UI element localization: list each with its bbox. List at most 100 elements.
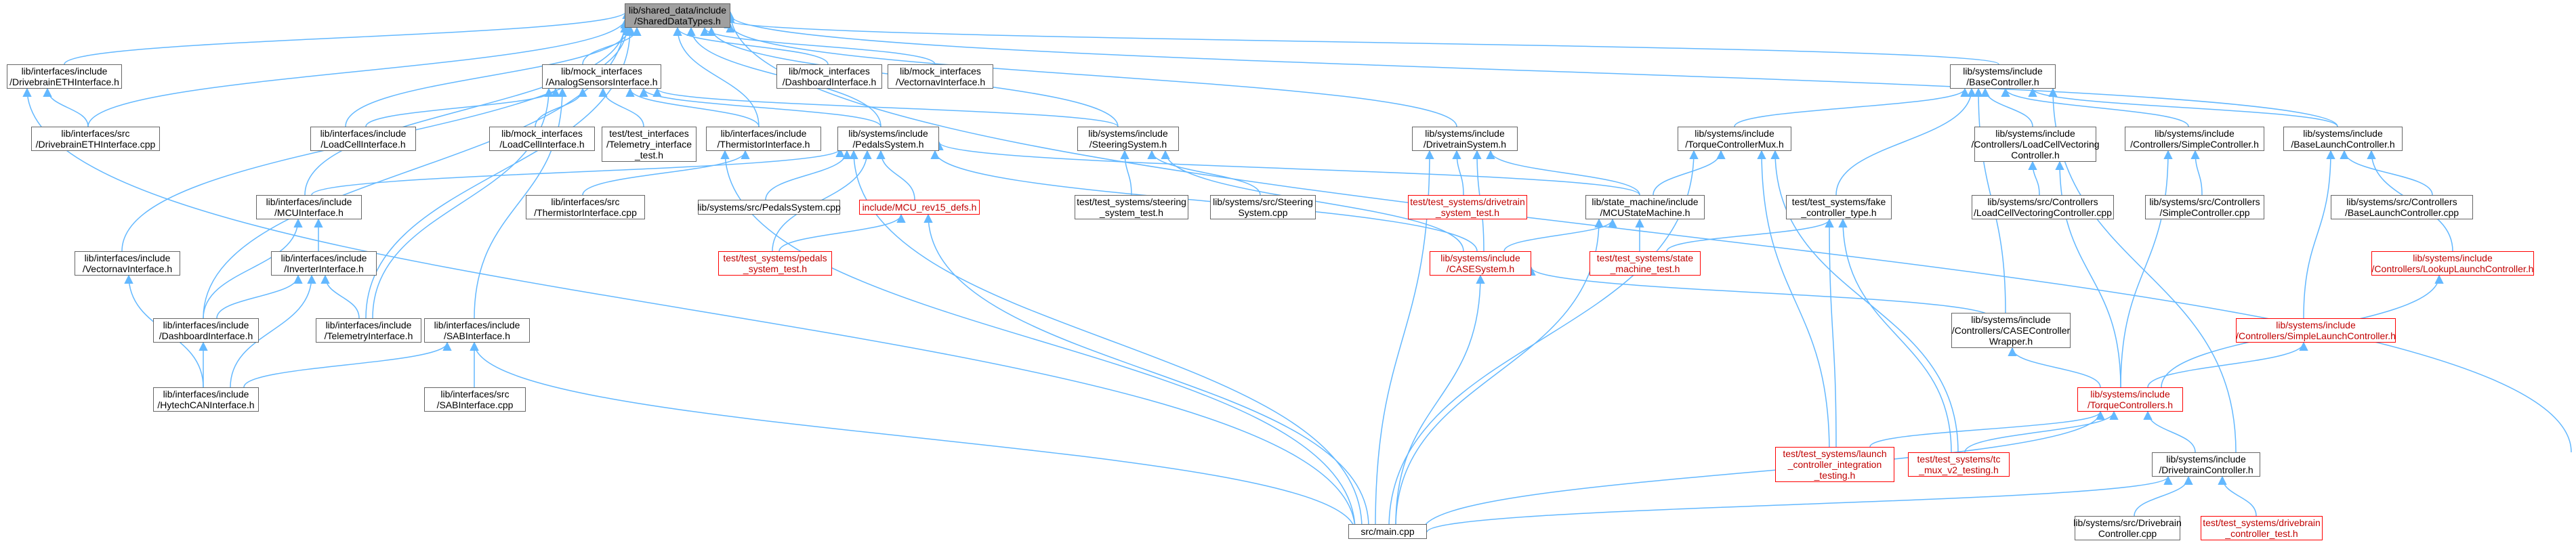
node-label: lib/systems/src/Drivebrain Controller.cp…: [2073, 517, 2182, 539]
node-ifc-drivebrain-eth[interactable]: lib/interfaces/include /DrivebrainETHInt…: [7, 64, 122, 89]
node-label: lib/systems/src/Controllers /SimpleContr…: [2149, 196, 2260, 218]
node-label: lib/interfaces/include /InverterInterfac…: [281, 253, 367, 274]
dependency-edge: [311, 148, 845, 196]
node-label: lib/interfaces/include /VectornavInterfa…: [82, 253, 173, 274]
node-sys-drivebrain-controller[interactable]: lib/systems/include /DrivebrainControlle…: [2152, 452, 2260, 477]
node-src-thermistor[interactable]: lib/interfaces/src /ThermistorInterface.…: [526, 195, 645, 219]
node-label: lib/systems/include /Controllers/LookupL…: [2371, 253, 2534, 274]
node-sys-base-launch[interactable]: lib/systems/include /BaseLaunchControlle…: [2283, 127, 2403, 151]
node-test-drivetrain[interactable]: test/test_systems/drivetrain _system_tes…: [1408, 195, 1527, 219]
dependency-edge: [1869, 410, 2105, 448]
node-src-pedals[interactable]: lib/systems/src/PedalsSystem.cpp: [697, 200, 841, 215]
node-label: lib/interfaces/include /HytechCANInterfa…: [157, 389, 255, 410]
node-label: lib/mock_interfaces /DashboardInterface.…: [782, 66, 877, 87]
node-label: lib/mock_interfaces /LoadCellInterface.h: [499, 128, 585, 150]
dependency-edge: [2028, 87, 2338, 127]
node-mock-analog-sensors[interactable]: lib/mock_interfaces /AnalogSensorsInterf…: [542, 64, 661, 89]
node-ifc-dashboard[interactable]: lib/interfaces/include /DashboardInterfa…: [153, 318, 259, 343]
node-sys-case-wrapper[interactable]: lib/systems/include /Controllers/CASECon…: [1951, 313, 2071, 348]
dependency-edge: [2340, 150, 2433, 196]
dependency-edge: [598, 87, 644, 127]
node-sys-simple-controller[interactable]: lib/systems/include /Controllers/SimpleC…: [2125, 127, 2264, 151]
node-label: lib/systems/src/PedalsSystem.cpp: [697, 202, 841, 213]
node-mock-dashboard[interactable]: lib/mock_interfaces /DashboardInterface.…: [776, 64, 882, 89]
dependency-edge: [1452, 150, 1464, 196]
node-ifc-vectornav[interactable]: lib/interfaces/include /VectornavInterfa…: [75, 251, 180, 276]
node-label: test/test_interfaces /Telemetry_interfac…: [606, 128, 692, 160]
node-src-main[interactable]: src/main.cpp: [1348, 524, 1427, 539]
node-label: test/test_systems/pedals _system_test.h: [723, 253, 827, 274]
node-sys-case-system[interactable]: lib/systems/include /CASESystem.h: [1430, 251, 1531, 276]
node-ifc-mcu[interactable]: lib/interfaces/include /MCUInterface.h: [256, 195, 362, 219]
dependency-edge: [470, 341, 1356, 533]
dependency-edge: [535, 87, 587, 127]
node-mock-loadcell[interactable]: lib/mock_interfaces /LoadCellInterface.h: [489, 127, 595, 151]
node-src-drivebrain-eth[interactable]: lib/interfaces/src /DrivebrainETHInterfa…: [31, 127, 160, 151]
node-mcu-rev15-defs[interactable]: include/MCU_rev15_defs.h: [859, 200, 980, 215]
node-sys-loadcell-vectoring[interactable]: lib/systems/include /Controllers/LoadCel…: [1971, 127, 2100, 162]
node-ifc-hytech-can[interactable]: lib/interfaces/include /HytechCANInterfa…: [153, 387, 259, 412]
node-sys-base-controller[interactable]: lib/systems/include /BaseController.h: [1950, 64, 2056, 89]
node-label: test/test_systems/launch _controller_int…: [1783, 448, 1887, 481]
node-test-launch-integration[interactable]: test/test_systems/launch _controller_int…: [1775, 447, 1894, 482]
node-ifc-thermistor[interactable]: lib/interfaces/include /ThermistorInterf…: [706, 127, 821, 151]
dependency-edge: [1147, 150, 1261, 196]
node-test-drivebrain-controller[interactable]: test/test_systems/drivebrain _controller…: [2201, 516, 2323, 540]
node-label: lib/interfaces/include /ThermistorInterf…: [717, 128, 810, 150]
node-sys-lookup-launch[interactable]: lib/systems/include /Controllers/LookupL…: [2371, 251, 2534, 276]
node-sys-simple-launch[interactable]: lib/systems/include /Controllers/SimpleL…: [2236, 318, 2396, 343]
node-src-base-launch[interactable]: lib/systems/src/Controllers /BaseLaunchC…: [2331, 195, 2473, 219]
node-ifc-sab[interactable]: lib/interfaces/include /SABInterface.h: [424, 318, 530, 343]
node-label: test/test_systems/tc _mux_v2_testing.h: [1917, 454, 2001, 475]
dependency-edge: [2134, 475, 2193, 517]
node-label: lib/interfaces/src /ThermistorInterface.…: [534, 196, 637, 218]
node-test-state-machine[interactable]: test/test_systems/state _machine_test.h: [1590, 251, 1701, 276]
dependency-edge: [1835, 87, 1976, 196]
dependency-edge: [2190, 150, 2203, 196]
dependency-edge: [2008, 347, 2101, 388]
node-src-drivebrain-controller[interactable]: lib/systems/src/Drivebrain Controller.cp…: [2073, 516, 2182, 540]
node-label: lib/systems/include /BaseController.h: [1963, 66, 2043, 87]
node-sys-torque-controllers[interactable]: lib/systems/include /TorqueControllers.h: [2077, 387, 2183, 412]
node-src-sab[interactable]: lib/interfaces/src /SABInterface.cpp: [424, 387, 526, 412]
node-sm-mcu-state-machine[interactable]: lib/state_machine/include /MCUStateMachi…: [1585, 195, 1705, 219]
node-label: lib/systems/src/Controllers /BaseLaunchC…: [2344, 196, 2459, 218]
node-test-telemetry[interactable]: test/test_interfaces /Telemetry_interfac…: [602, 127, 697, 162]
node-sys-torque-mux[interactable]: lib/systems/include /TorqueControllerMux…: [1678, 127, 1791, 151]
node-label: lib/interfaces/include /MCUInterface.h: [266, 196, 352, 218]
node-ifc-loadcell[interactable]: lib/interfaces/include /LoadCellInterfac…: [310, 127, 416, 151]
dependency-edge: [778, 213, 906, 252]
node-label: lib/interfaces/include /TelemetryInterfa…: [324, 320, 413, 341]
node-ifc-telemetry[interactable]: lib/interfaces/include /TelemetryInterfa…: [316, 318, 421, 343]
node-sys-pedals[interactable]: lib/systems/include /PedalsSystem.h: [837, 127, 939, 151]
node-label: lib/state_machine/include /MCUStateMachi…: [1592, 196, 1699, 218]
node-src-simple-controller[interactable]: lib/systems/src/Controllers /SimpleContr…: [2145, 195, 2264, 219]
node-label: lib/interfaces/include /DashboardInterfa…: [159, 320, 253, 341]
node-label: lib/systems/include /BaseLaunchControlle…: [2291, 128, 2395, 150]
node-test-tc-mux[interactable]: test/test_systems/tc _mux_v2_testing.h: [1908, 452, 2010, 477]
dependency-edge: [673, 26, 760, 127]
node-ifc-inverter[interactable]: lib/interfaces/include /InverterInterfac…: [271, 251, 377, 276]
node-test-fake-controller[interactable]: test/test_systems/fake _controller_type.…: [1786, 195, 1892, 219]
dependency-edge: [87, 15, 631, 127]
node-src-steering[interactable]: lib/systems/src/Steering System.cpp: [1210, 195, 1316, 219]
node-label: lib/shared_data/include /SharedDataTypes…: [629, 5, 726, 26]
node-label: lib/systems/include /Controllers/SimpleC…: [2130, 128, 2259, 150]
node-sys-steering[interactable]: lib/systems/include /SteeringSystem.h: [1077, 127, 1179, 151]
node-label: lib/interfaces/src /DrivebrainETHInterfa…: [35, 128, 156, 150]
node-test-pedals[interactable]: test/test_systems/pedals _system_test.h: [718, 251, 832, 276]
node-src-loadcell-vectoring[interactable]: lib/systems/src/Controllers /LoadCellVec…: [1972, 195, 2114, 219]
dependency-edge: [372, 87, 554, 319]
node-sys-drivetrain[interactable]: lib/systems/include /DrivetrainSystem.h: [1412, 127, 1518, 151]
node-label: lib/systems/include /Controllers/CASECon…: [1951, 314, 2071, 347]
dependency-edge: [1666, 218, 1834, 252]
dependency-edge: [2028, 160, 2040, 196]
dependency-edge: [700, 26, 936, 65]
dependency-edge: [22, 87, 1356, 532]
dependency-edge: [243, 341, 452, 388]
dependency-edge: [2218, 475, 2257, 517]
node-label: lib/systems/include /Controllers/LoadCel…: [1971, 128, 2100, 160]
node-mock-vectornav[interactable]: lib/mock_interfaces /VectornavInterface.…: [888, 64, 993, 89]
node-shared-data-types[interactable]: lib/shared_data/include /SharedDataTypes…: [625, 3, 730, 28]
node-test-steering[interactable]: test/test_systems/steering _system_test.…: [1075, 195, 1188, 219]
